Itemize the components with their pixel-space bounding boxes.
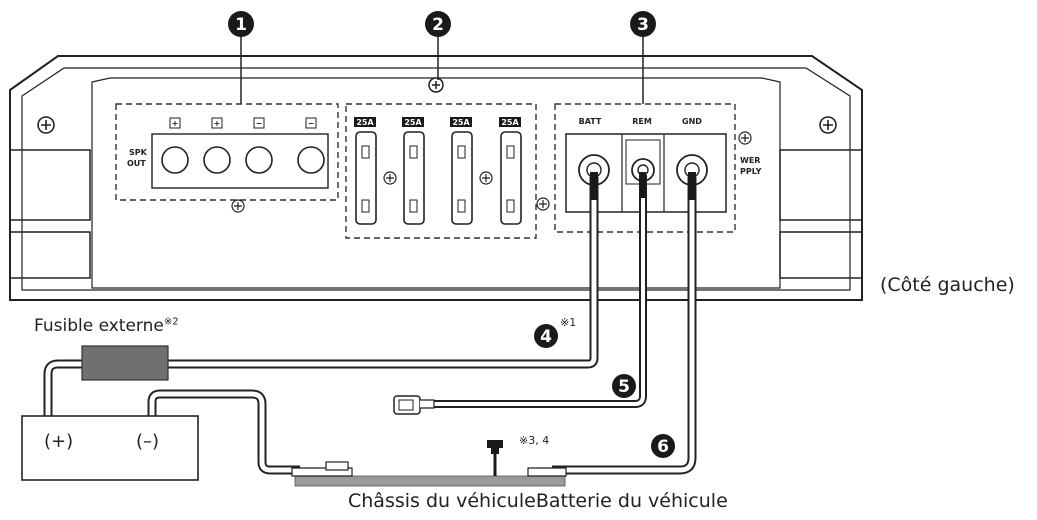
batt-wire-note: ※1	[560, 316, 577, 329]
svg-text:3: 3	[637, 15, 649, 35]
callout-3: 3	[630, 11, 656, 104]
fuse-1: 25A	[354, 117, 377, 225]
rem-connector	[393, 395, 435, 415]
battery-negative-label: (–)	[136, 431, 160, 452]
batt-wire	[43, 172, 599, 416]
fuse-2: 25A	[402, 117, 425, 225]
amplifier-body	[9, 55, 863, 301]
speaker-output-panel: SPK OUT + + − −	[115, 103, 339, 213]
vehicle-battery	[21, 415, 199, 481]
external-fuse-note: ※2	[163, 316, 179, 328]
svg-text:+: +	[214, 119, 221, 128]
battery-positive-label: (+)	[44, 431, 74, 452]
callout-2: 2	[425, 11, 451, 80]
svg-text:GND: GND	[682, 117, 702, 126]
ground-bolt-note: ※3, 4	[519, 434, 550, 447]
svg-text:2: 2	[432, 15, 444, 35]
external-fuse-text: Fusible externe	[34, 316, 164, 336]
svg-text:−: −	[256, 119, 263, 128]
svg-text:REM: REM	[632, 117, 652, 126]
svg-text:5: 5	[618, 377, 630, 397]
callout-5: 5	[612, 374, 636, 398]
callout-6: 6	[651, 434, 675, 458]
callout-4: 4	[534, 324, 558, 348]
svg-text:25A: 25A	[452, 118, 470, 127]
svg-text:SPK: SPK	[129, 148, 148, 157]
svg-text:25A: 25A	[501, 118, 519, 127]
mounting-screw-top	[428, 77, 444, 93]
battery-negative-wire	[147, 389, 300, 475]
svg-text:+: +	[172, 119, 179, 128]
gnd-wire	[552, 172, 697, 475]
mounting-screw-right	[819, 116, 837, 134]
chassis-battery-caption: Châssis du véhiculeBatterie du véhicule	[348, 490, 728, 512]
svg-text:WER: WER	[740, 156, 760, 165]
fuse-4: 25A	[499, 117, 522, 225]
svg-text:OUT: OUT	[127, 159, 146, 168]
svg-text:25A: 25A	[356, 118, 374, 127]
fuse-3: 25A	[450, 117, 473, 225]
svg-text:1: 1	[235, 15, 247, 35]
svg-text:PPLY: PPLY	[740, 167, 762, 176]
svg-text:4: 4	[540, 327, 552, 347]
ground-bolt-icon	[487, 440, 503, 476]
svg-text:6: 6	[657, 437, 669, 457]
rem-wire	[432, 172, 647, 408]
side-view-label: (Côté gauche)	[880, 274, 1015, 296]
external-fuse-label: Fusible externe※2	[34, 316, 179, 336]
vehicle-chassis	[291, 461, 567, 487]
svg-text:BATT: BATT	[579, 117, 602, 126]
svg-text:25A: 25A	[404, 118, 422, 127]
svg-text:−: −	[308, 119, 315, 128]
mounting-screw-left	[37, 116, 55, 134]
callout-1: 1	[228, 11, 254, 104]
fuse-panel: 25A 25A 25A 25A	[345, 103, 550, 239]
external-fuse	[81, 345, 169, 381]
